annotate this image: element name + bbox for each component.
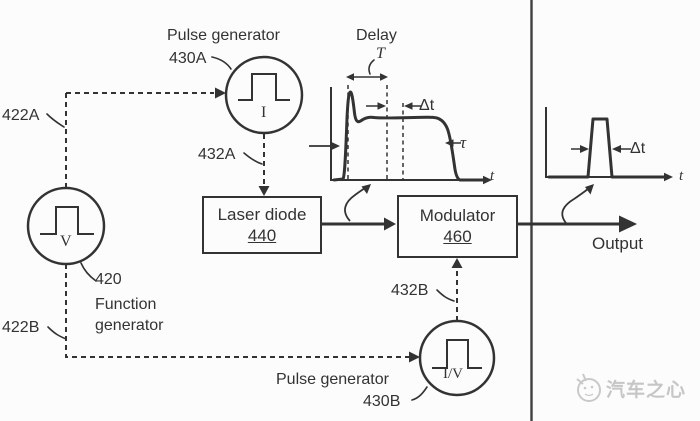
delay-fall-time-arrow xyxy=(445,139,461,147)
output-pulse-waveform xyxy=(547,117,666,179)
pulse-waveform-fg-icon xyxy=(40,206,94,235)
arrowhead-into-laser-diode xyxy=(258,186,270,196)
leader-430b xyxy=(411,386,428,401)
pulse-waveform-a-icon xyxy=(238,73,290,101)
pulse-waveform-b-icon xyxy=(432,339,482,369)
pulse-generator-a-ref: 430A xyxy=(169,50,207,67)
delay-dashed-markers xyxy=(347,85,404,180)
modulator-block: Modulator 460 xyxy=(397,195,518,258)
leader-420 xyxy=(80,262,97,282)
leader-422a xyxy=(46,113,65,128)
dashed-connectors xyxy=(65,92,458,358)
modulator-title: Modulator xyxy=(419,206,496,225)
function-generator-title: Function generator xyxy=(95,296,164,334)
delay-pulse-width-label: Δt xyxy=(419,97,435,114)
modulator-ref: 460 xyxy=(443,227,472,246)
leader-period-T xyxy=(368,59,375,75)
delay-callout-arrow xyxy=(344,184,371,222)
pulse-generator-b-title: Pulse generator xyxy=(276,371,389,388)
pulse-generator-a-title: Pulse generator xyxy=(167,27,280,44)
delay-period-span xyxy=(346,73,388,81)
leader-422b xyxy=(47,326,67,340)
delay-fall-time-label: τ xyxy=(460,133,467,152)
delay-plot-axes xyxy=(330,87,483,181)
laser-diode-title: Laser diode xyxy=(217,204,307,224)
delay-width-arrows xyxy=(366,102,421,110)
delay-waveform xyxy=(332,90,489,182)
function-generator-circle xyxy=(26,186,106,266)
output-arrowhead xyxy=(619,215,637,233)
pulse-generator-b-circle xyxy=(418,319,496,397)
leader-430a xyxy=(211,56,232,70)
leader-432a xyxy=(243,152,263,165)
connector-422b xyxy=(65,264,409,358)
output-callout-arrow xyxy=(561,184,594,224)
function-generator-ref: 420 xyxy=(95,271,122,288)
pulse-generator-a-circle xyxy=(224,55,304,135)
port-label-i: I xyxy=(261,104,267,121)
delay-rise-entry-arrow xyxy=(309,142,340,150)
delay-plot xyxy=(309,73,492,222)
laser-diode-ref: 440 xyxy=(247,225,277,245)
leader-lines xyxy=(46,56,455,401)
delay-period-label: T xyxy=(376,45,385,62)
port-label-v: V xyxy=(60,233,72,250)
laser-to-modulator-arrowhead xyxy=(384,217,396,231)
pulse-generator-b-ref: 430B xyxy=(363,393,401,410)
watermark-logo-icon xyxy=(576,373,601,402)
port-label-iv: I/V xyxy=(443,366,463,382)
solid-arrows xyxy=(322,215,637,233)
dashed-connector-arrowheads xyxy=(215,87,463,363)
output-width-arrows xyxy=(571,145,631,153)
output-caption: Output xyxy=(592,234,644,253)
signal-label-422a: 422A xyxy=(2,107,40,124)
arrowhead-into-modulator xyxy=(451,258,463,268)
laser-diode-block: Laser diode 440 xyxy=(202,196,322,254)
arrowhead-into-430b xyxy=(409,351,420,363)
output-pulse-width-label: Δt xyxy=(630,140,646,157)
output-time-axis-label: t xyxy=(679,168,684,184)
signal-label-432a: 432A xyxy=(198,146,236,163)
delay-time-axis-label: t xyxy=(490,168,495,184)
delay-plot-title: Delay xyxy=(356,27,397,44)
leader-432b xyxy=(436,289,455,302)
signal-label-422b: 422B xyxy=(2,319,40,336)
watermark-brand-text: 汽车之心 xyxy=(606,380,687,401)
arrowhead-into-430a xyxy=(215,87,226,99)
output-plot xyxy=(545,107,673,224)
signal-label-432b: 432B xyxy=(391,282,429,299)
output-time-axis-arrowhead xyxy=(664,172,673,182)
